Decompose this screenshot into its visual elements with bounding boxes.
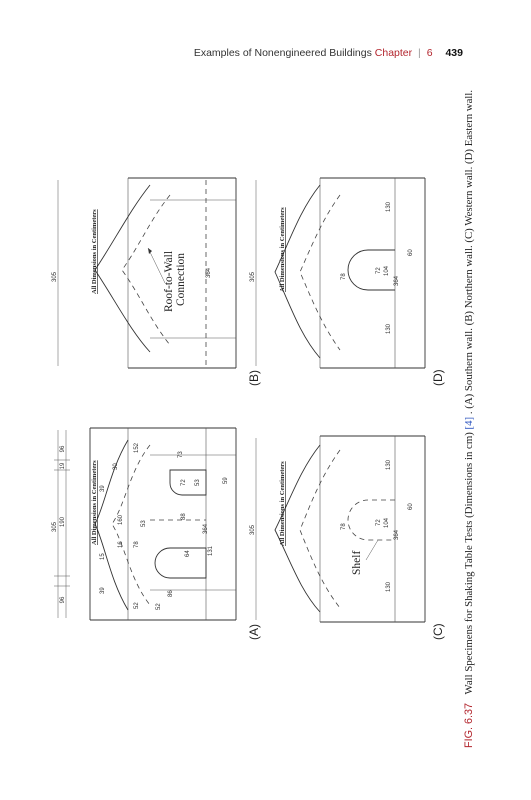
dim-a-53a: 53 xyxy=(141,520,147,527)
caption-fig-label: FIG. 6.37 xyxy=(463,703,475,748)
dim-a-59: 59 xyxy=(223,477,229,484)
dim-c-78: 78 xyxy=(341,523,347,530)
panel-d: 305 130 78 72 104 364 60 130 All Dimensi… xyxy=(250,177,445,386)
caption-text-before: Wall Specimens for Shaking Table Tests (… xyxy=(463,429,475,694)
dim-a-52b: 52 xyxy=(156,603,162,610)
dim-a-52a: 52 xyxy=(134,602,140,609)
dim-a-64: 64 xyxy=(185,550,191,557)
book-title: Examples of Nonengineered Buildings xyxy=(193,47,372,59)
dim-a-364: 364 xyxy=(203,523,209,534)
dim-a-96a: 96 xyxy=(60,445,66,452)
dim-d-130a: 130 xyxy=(386,201,392,212)
roof-to-wall-label-2: Connection xyxy=(175,253,187,306)
dim-d-130b: 130 xyxy=(386,323,392,334)
caption-text-after: . (A) Southern wall. (B) Northern wall. … xyxy=(463,90,475,414)
chapter-label: Chapter xyxy=(374,47,413,59)
dim-b-total: 305 xyxy=(52,271,58,282)
panel-label-d: (D) xyxy=(431,369,445,386)
dim-a-total: 305 xyxy=(52,521,58,532)
figure-caption: FIG. 6.37 Wall Specimens for Shaking Tab… xyxy=(463,90,475,748)
dim-c-104: 104 xyxy=(384,517,390,528)
dim-a-86: 86 xyxy=(168,590,174,597)
dim-a-30: 30 xyxy=(113,463,119,470)
dim-a-39b: 39 xyxy=(100,485,106,492)
dim-c-72: 72 xyxy=(376,519,382,526)
panel-label-b: (B) xyxy=(247,370,261,386)
panel-c: 305 130 78 72 104 364 60 130 Shelf All D… xyxy=(250,435,445,640)
roof-to-wall-label-1: Roof-to-Wall xyxy=(163,251,175,312)
dim-a-72: 72 xyxy=(181,479,187,486)
panel-label-c: (C) xyxy=(431,623,445,640)
dim-c-130b: 130 xyxy=(386,581,392,592)
panel-b: 305 364 Roof-to-Wall Connection All Dime… xyxy=(52,177,261,386)
header-note-a: All Dimensions in Centimeters xyxy=(91,460,98,545)
dim-a-53b: 53 xyxy=(195,479,201,486)
dim-a-96b: 96 xyxy=(60,596,66,603)
shelf-label: Shelf xyxy=(351,551,363,575)
running-head: Examples of Nonengineered Buildings Chap… xyxy=(194,47,463,59)
dim-d-60: 60 xyxy=(408,249,414,256)
dim-a-131: 131 xyxy=(208,545,214,556)
header-note-d: All Dimensions in Centimeters xyxy=(279,207,286,292)
panel-a: 96 19 190 96 305 39 15 16 160 30 39 52 7… xyxy=(52,427,261,640)
dim-c-130a: 130 xyxy=(386,459,392,470)
dim-a-15: 15 xyxy=(100,553,106,560)
dim-a-78: 78 xyxy=(134,541,140,548)
dim-a-190: 190 xyxy=(60,516,66,527)
chapter-number: 6 xyxy=(426,47,433,59)
dim-c-60: 60 xyxy=(408,503,414,510)
dim-a-152: 152 xyxy=(134,442,140,453)
dim-d-total: 305 xyxy=(250,271,256,282)
dim-c-364: 364 xyxy=(394,529,400,540)
dim-c-total: 305 xyxy=(250,524,256,535)
dim-a-88: 88 xyxy=(181,513,187,520)
dim-a-160: 160 xyxy=(118,514,124,525)
dim-a-19: 19 xyxy=(60,462,66,469)
dim-d-72: 72 xyxy=(376,267,382,274)
header-note-b: All Dimensions in Centimeters xyxy=(91,209,98,294)
dim-a-16: 16 xyxy=(118,541,124,548)
dim-d-364: 364 xyxy=(394,275,400,286)
dim-a-73: 73 xyxy=(178,451,184,458)
dim-d-104: 104 xyxy=(384,265,390,276)
separator: | xyxy=(418,47,421,59)
dim-a-39a: 39 xyxy=(100,587,106,594)
caption-ref-link[interactable]: [4] xyxy=(463,417,475,430)
header-note-c: All Dimensions in Centimeters xyxy=(279,461,286,546)
page-number: 439 xyxy=(445,47,463,59)
panel-label-a: (A) xyxy=(247,624,261,640)
dim-d-78: 78 xyxy=(341,273,347,280)
dim-b-364: 364 xyxy=(206,267,212,278)
